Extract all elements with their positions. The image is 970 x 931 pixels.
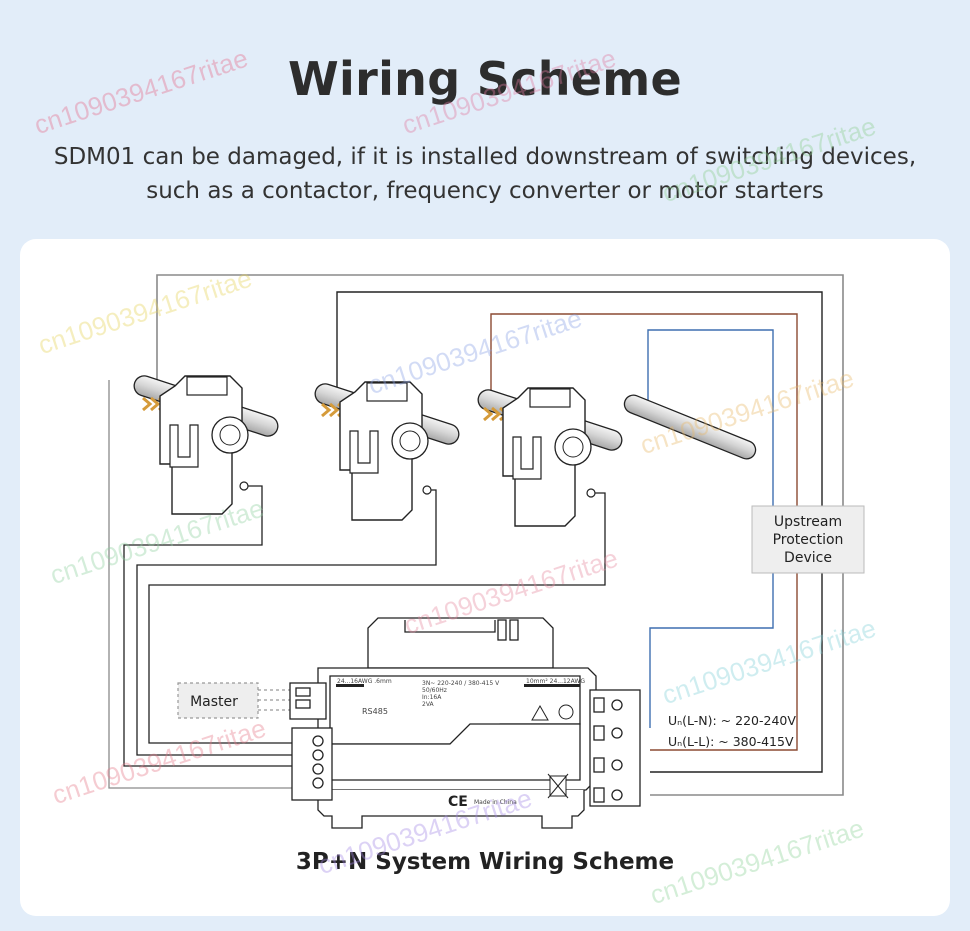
wire-l3 bbox=[647, 329, 774, 728]
master-device: Master bbox=[177, 682, 292, 719]
subtitle-line-1: SDM01 can be damaged, if it is installed… bbox=[53, 144, 917, 170]
meter-spec-line2: 50/60Hz bbox=[422, 687, 447, 694]
energy-meter-sdm01 bbox=[289, 617, 641, 829]
page-title: Wiring Scheme bbox=[287, 52, 683, 106]
upstream-label-line3: Device bbox=[784, 550, 832, 566]
meter-spec-line4: 2VA bbox=[422, 701, 435, 708]
upstream-label-line2: Protection bbox=[773, 532, 844, 548]
meter-spec-line3: In:16A bbox=[422, 694, 442, 701]
neutral-conductor-rod bbox=[623, 394, 757, 460]
meter-wire-left-spec: 24...16AWG .6mm bbox=[337, 678, 392, 685]
meter-made-in: Made in China bbox=[474, 799, 517, 806]
ct-wires bbox=[108, 380, 606, 789]
page-subtitle: SDM01 can be damaged, if it is installed… bbox=[0, 140, 970, 208]
voltage-ln-label: Uₙ(L-N): ~ 220-240V bbox=[668, 713, 796, 728]
wire-l2 bbox=[490, 313, 798, 751]
master-label: Master bbox=[190, 694, 238, 710]
meter-wire-right-spec: 10mm² 24...12AWG bbox=[526, 678, 585, 685]
diagram-caption: 3P+N System Wiring Scheme bbox=[295, 849, 675, 875]
upstream-label-line1: Upstream bbox=[774, 514, 842, 530]
meter-spec-line1: 3N~ 220-240 / 380-415 V bbox=[422, 680, 500, 687]
wire-neutral bbox=[156, 274, 844, 796]
meter-rs485: RS485 bbox=[362, 707, 388, 716]
current-transformer-3 bbox=[477, 387, 623, 527]
current-transformer-1 bbox=[133, 375, 279, 515]
current-transformer-2 bbox=[314, 381, 460, 521]
voltage-ll-label: Uₙ(L-L): ~ 380-415V bbox=[668, 734, 794, 749]
meter-ce-mark: CE bbox=[448, 794, 468, 810]
upstream-protection-device: Upstream Protection Device bbox=[751, 505, 865, 574]
subtitle-line-2: such as a contactor, frequency converter… bbox=[146, 178, 824, 204]
wire-l1 bbox=[336, 291, 823, 773]
meter-labels: 24...16AWG .6mm 3N~ 220-240 / 380-415 V … bbox=[337, 678, 585, 810]
